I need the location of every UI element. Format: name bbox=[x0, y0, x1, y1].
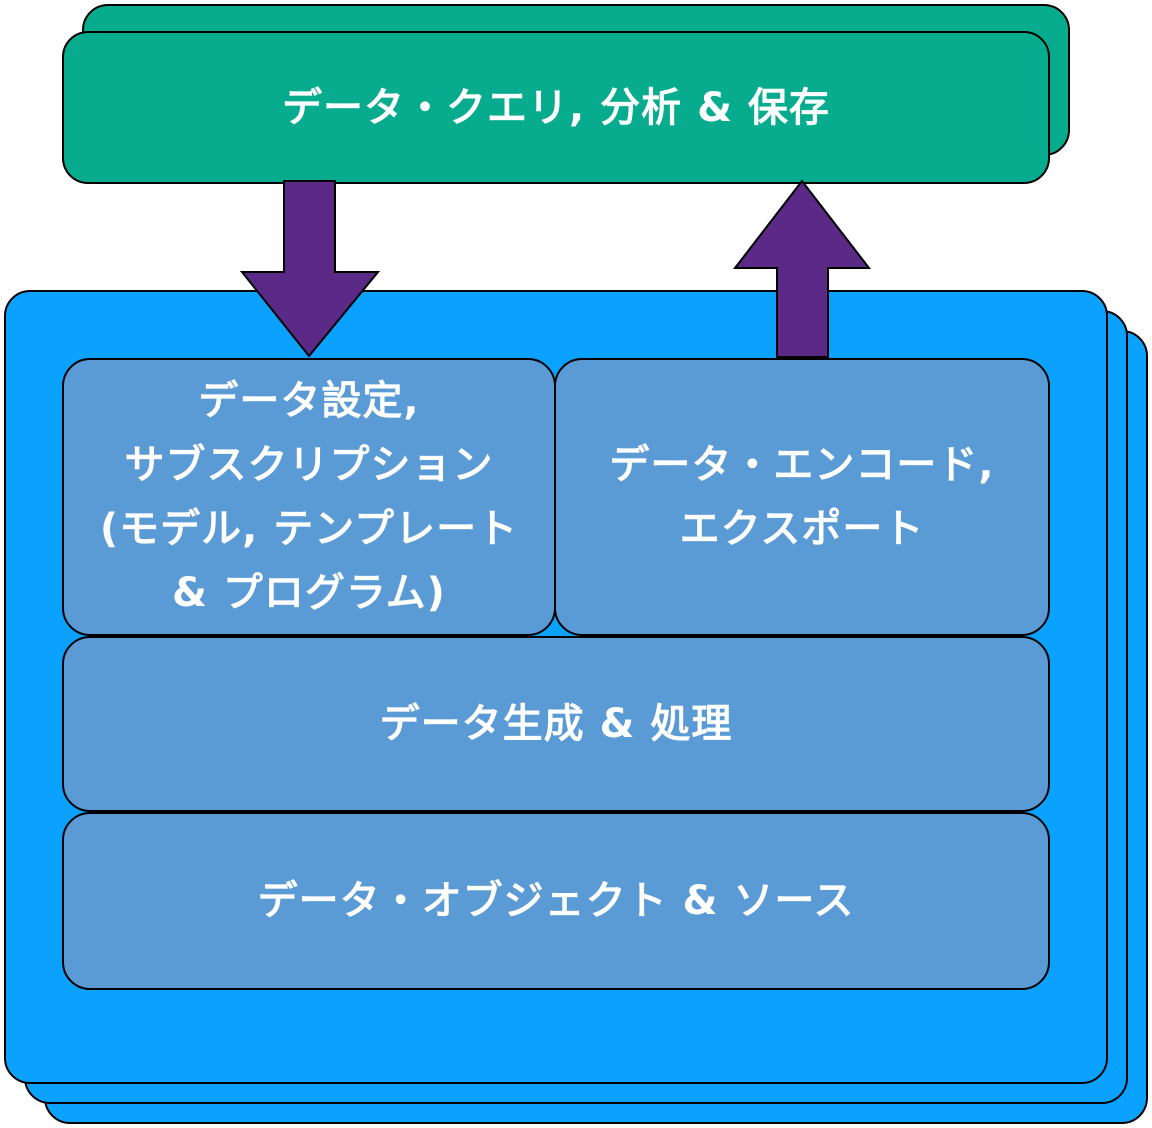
config-subscription-label: データ設定, サブスクリプション (モデル, テンプレート & プログラム) bbox=[99, 378, 519, 616]
config-subscription-box: データ設定, サブスクリプション (モデル, テンプレート & プログラム) bbox=[62, 358, 556, 636]
generation-processing-label: データ生成 & 処理 bbox=[379, 701, 733, 747]
query-analysis-storage-label: データ・クエリ, 分析 & 保存 bbox=[282, 84, 830, 131]
objects-sources-box: データ・オブジェクト & ソース bbox=[62, 812, 1050, 990]
generation-processing-box: データ生成 & 処理 bbox=[62, 636, 1050, 812]
objects-sources-label: データ・オブジェクト & ソース bbox=[257, 878, 855, 924]
query-analysis-storage-layer: データ・クエリ, 分析 & 保存 bbox=[62, 31, 1050, 184]
encode-export-box: データ・エンコード, エクスポート bbox=[554, 358, 1050, 636]
encode-export-label: データ・エンコード, エクスポート bbox=[609, 442, 995, 552]
